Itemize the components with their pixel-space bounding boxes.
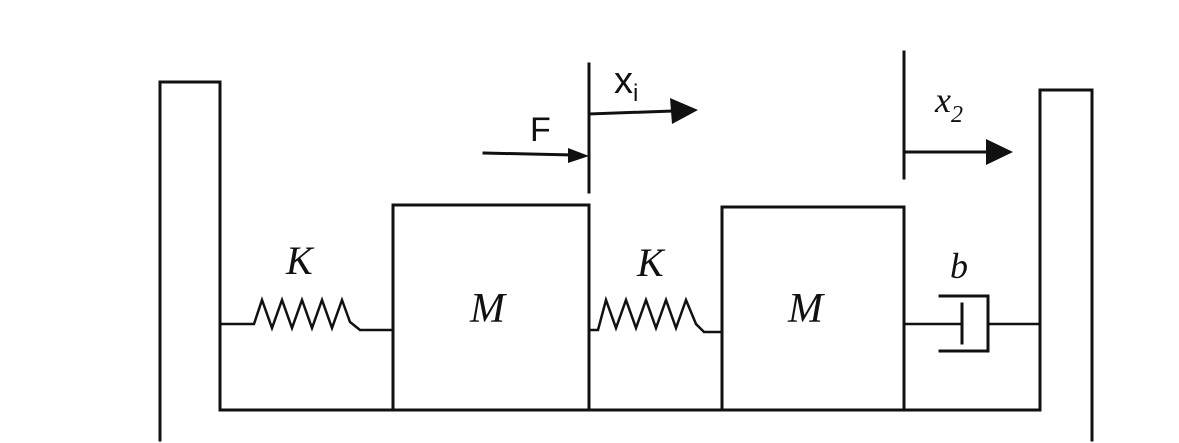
mass-left xyxy=(391,203,591,412)
mass-left-label: M xyxy=(469,286,507,332)
displacement-2-arrowhead xyxy=(986,139,1013,165)
displacement-1-arrow xyxy=(587,109,674,116)
mass-right-label: M xyxy=(787,286,825,332)
mass-right xyxy=(720,205,906,412)
left-wall xyxy=(158,80,222,442)
displacement-2-label: x2 xyxy=(934,80,963,128)
spring-middle xyxy=(589,295,722,334)
displacement-1-label: xi xyxy=(614,60,638,107)
force-arrowhead xyxy=(568,148,589,163)
force-label: F xyxy=(530,111,551,149)
right-wall xyxy=(1038,88,1094,442)
force-arrow xyxy=(482,151,574,157)
damper xyxy=(904,294,1040,353)
spring-left-label: K xyxy=(285,238,315,283)
displacement-1-arrowhead xyxy=(670,98,698,124)
damper-label: b xyxy=(950,246,968,286)
spring-middle-label: K xyxy=(636,240,666,285)
spring-left xyxy=(220,296,392,332)
